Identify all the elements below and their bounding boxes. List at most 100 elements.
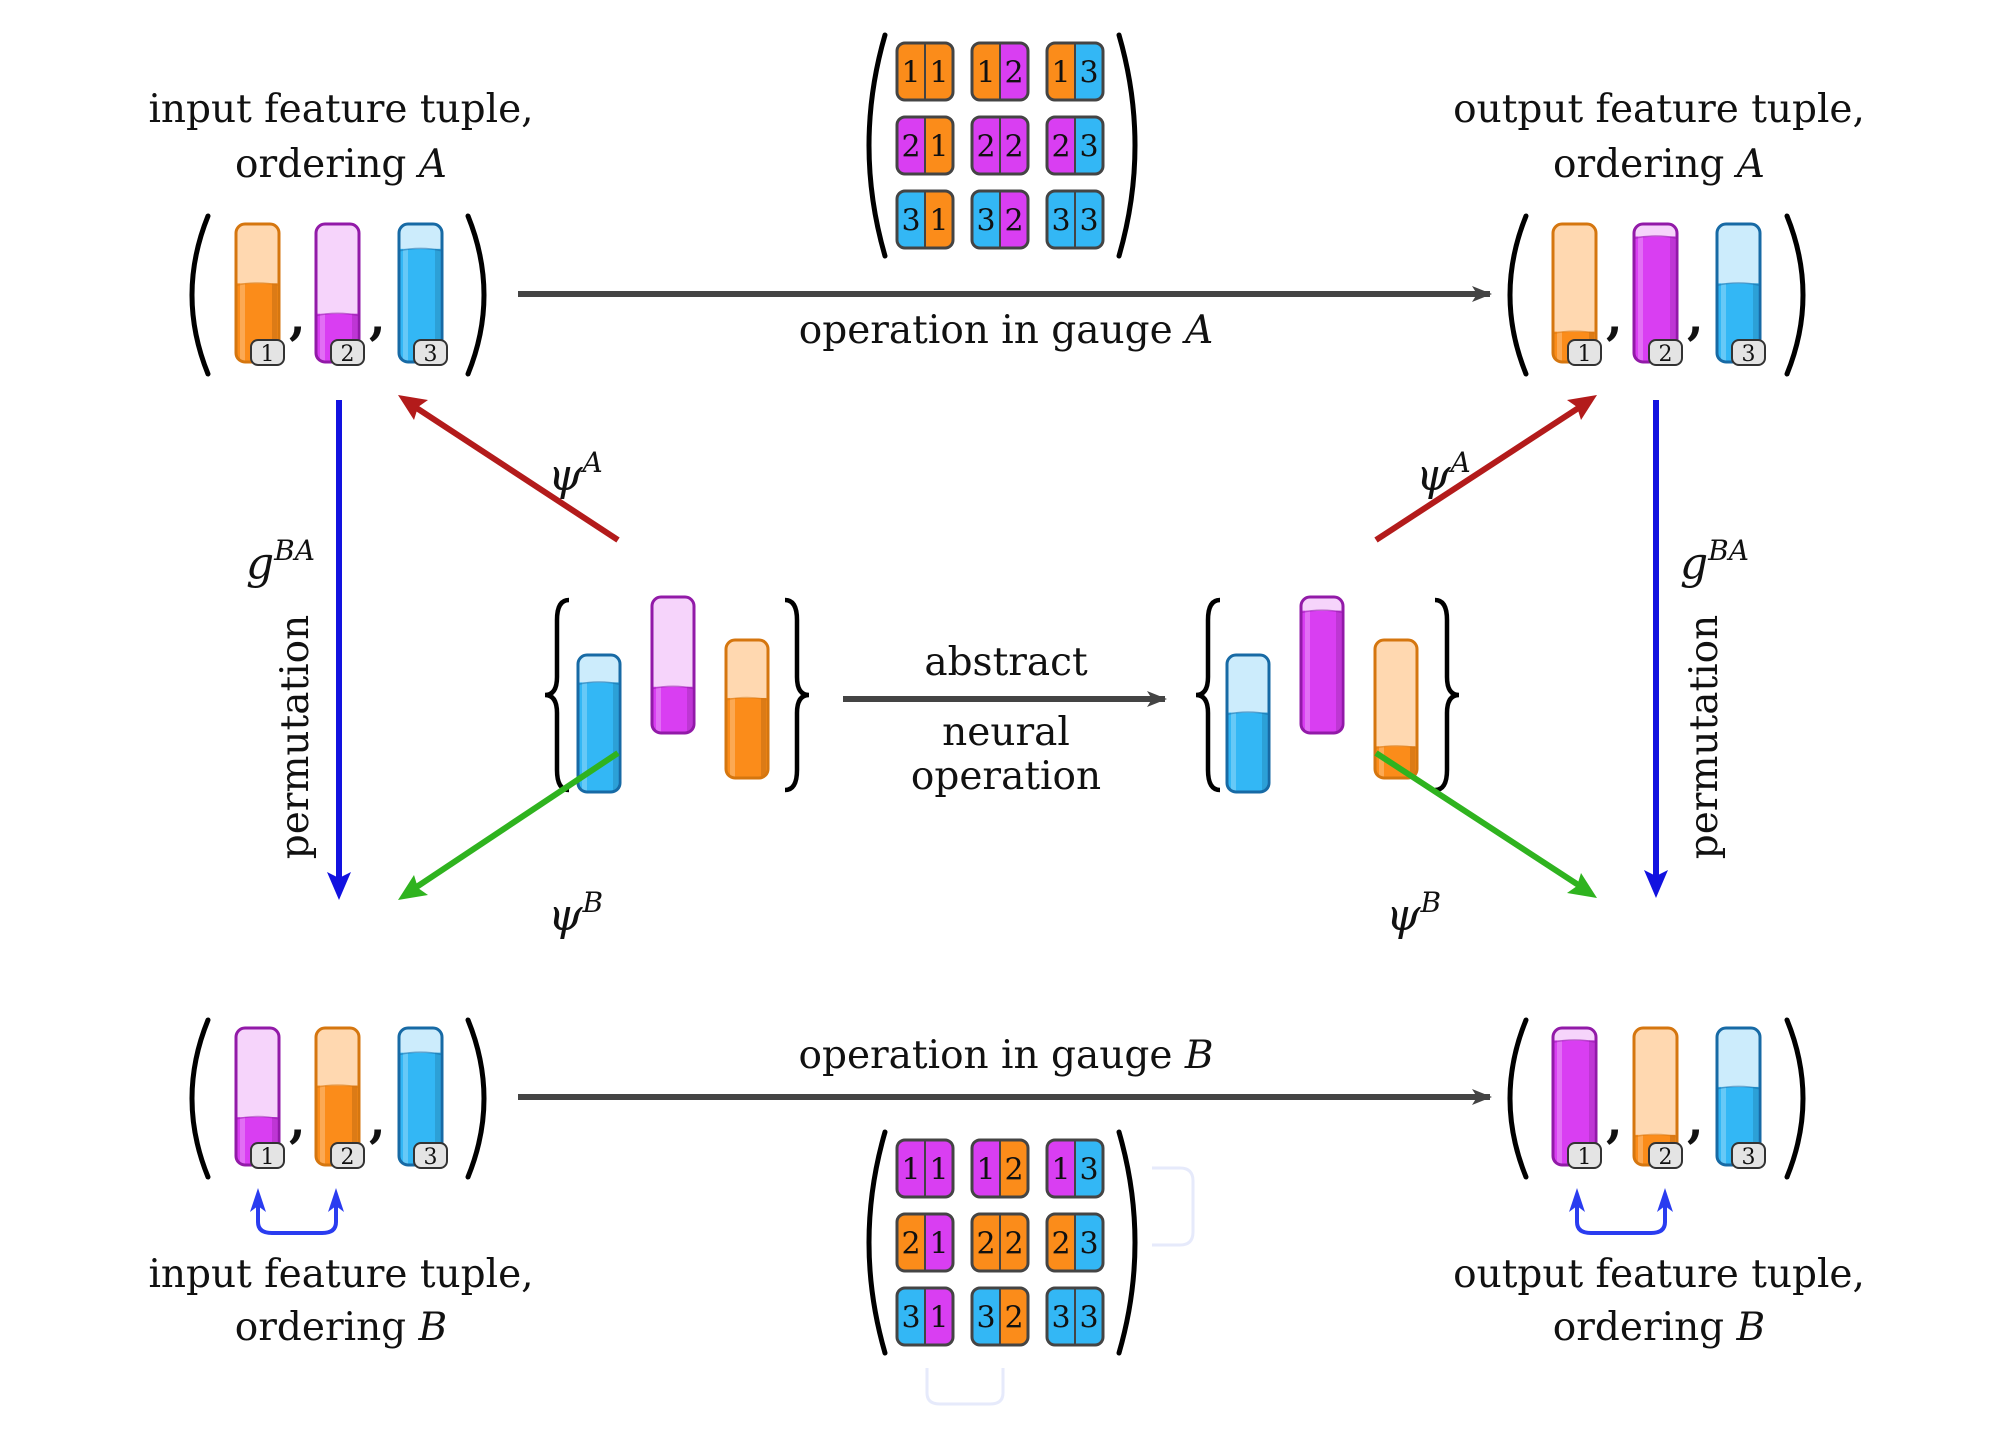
bar-shade bbox=[352, 313, 357, 362]
matrix-cell-left-half bbox=[897, 43, 925, 100]
arrow-operation-gauge-b: operation in gauge B bbox=[518, 1033, 1492, 1105]
label-top-left-line1: input feature tuple, bbox=[148, 87, 533, 132]
matrix-cell-right-half bbox=[1075, 1288, 1103, 1345]
bar-shade bbox=[761, 697, 766, 778]
label-psi-a-right: ψA bbox=[1416, 446, 1471, 501]
swap-arrow-head-left bbox=[1569, 1188, 1585, 1212]
matrix-left-parenthesis bbox=[866, 1129, 888, 1356]
index-badge: 1 bbox=[1567, 1142, 1602, 1170]
label-g-ba-left: gBA bbox=[246, 534, 315, 589]
matrix-cell-left-half bbox=[1047, 191, 1075, 248]
label-psi-a-left: ψA bbox=[548, 446, 603, 501]
feature-bar-purple bbox=[1632, 222, 1679, 364]
matrix-cell-right-half bbox=[925, 117, 953, 174]
matrix-cell-index-left: 1 bbox=[1051, 1153, 1070, 1188]
right-parenthesis bbox=[465, 213, 487, 377]
bar-highlight bbox=[1557, 1040, 1562, 1165]
tuple-comma: , bbox=[369, 1093, 386, 1149]
arrow-head bbox=[398, 395, 428, 420]
matrix-cell-index-left: 1 bbox=[1051, 56, 1070, 91]
label-psi-b-left: ψB bbox=[548, 886, 603, 941]
matrix-cell-left-half bbox=[972, 191, 1000, 248]
index-badge-label: 3 bbox=[424, 342, 438, 367]
label-permutation-right: permutation bbox=[1682, 615, 1727, 859]
bar-outline bbox=[650, 595, 696, 735]
label-operation: operation bbox=[911, 754, 1101, 799]
label-g-ba-right: gBA bbox=[1680, 534, 1749, 589]
bar-fill-surface bbox=[1717, 1085, 1760, 1090]
matrix-cell-left-half bbox=[972, 1140, 1000, 1197]
label-psi-b-right: ψB bbox=[1386, 886, 1441, 941]
label-top-right: output feature tuple, ordering A bbox=[1453, 87, 1865, 187]
tuple-bottom-left: 1,2,3 bbox=[189, 1017, 487, 1180]
bar-highlight bbox=[1638, 236, 1643, 362]
matrix-cell-right-half bbox=[1000, 1214, 1028, 1271]
bar-shade bbox=[1753, 1086, 1758, 1165]
swap-arrow-head-right bbox=[328, 1188, 344, 1212]
index-badge-label: 3 bbox=[1742, 342, 1756, 367]
bar-shade bbox=[352, 1085, 357, 1165]
left-parenthesis bbox=[189, 1017, 211, 1180]
bar-highlight bbox=[1305, 610, 1310, 733]
bar-fill-surface bbox=[1553, 1039, 1596, 1044]
bar-highlight bbox=[240, 1117, 245, 1165]
swap-arrow-line bbox=[1575, 1196, 1667, 1235]
bar-fill-surface bbox=[316, 312, 359, 317]
index-badge-label: 1 bbox=[1578, 342, 1592, 367]
label-permutation-left: permutation bbox=[273, 615, 318, 859]
matrix-cell-left-half bbox=[897, 1214, 925, 1271]
arrow-head bbox=[1567, 873, 1597, 898]
left-brace bbox=[544, 597, 570, 793]
bar-highlight bbox=[320, 1085, 325, 1165]
feature-bar-orange bbox=[1373, 638, 1419, 780]
index-badge-label: 2 bbox=[341, 342, 355, 367]
matrix-cell-index-right: 2 bbox=[1004, 130, 1023, 165]
matrix-cell-right-half bbox=[1000, 1140, 1028, 1197]
label-bottom-right: output feature tuple, ordering B bbox=[1453, 1252, 1865, 1350]
right-parenthesis bbox=[1784, 1017, 1806, 1180]
bar-highlight bbox=[1721, 283, 1726, 362]
bar-outline bbox=[1225, 653, 1271, 794]
right-brace bbox=[784, 597, 810, 793]
index-badge-label: 2 bbox=[1659, 342, 1673, 367]
index-badge-label: 3 bbox=[1742, 1145, 1756, 1170]
bar-shade bbox=[1670, 236, 1675, 362]
swap-arrow-bottom-right bbox=[1569, 1188, 1673, 1235]
right-parenthesis bbox=[465, 1017, 487, 1180]
arrow-psi-b-left: ψB bbox=[398, 750, 620, 941]
index-badge: 1 bbox=[1567, 339, 1602, 367]
arrow-line bbox=[1374, 402, 1585, 543]
bar-highlight bbox=[582, 682, 587, 792]
bar-highlight bbox=[320, 313, 325, 362]
matrix-cell-index-right: 3 bbox=[1079, 1153, 1098, 1188]
feature-bar-blue bbox=[576, 653, 622, 794]
swap-arrow-line bbox=[256, 1196, 338, 1235]
bar-fill-surface bbox=[1553, 330, 1596, 335]
bar-fill-surface bbox=[726, 696, 768, 701]
matrix-cell-right-half bbox=[1000, 191, 1028, 248]
matrix-cell-left-half bbox=[1047, 117, 1075, 174]
tuple-comma: , bbox=[289, 1093, 306, 1149]
tuple-comma: , bbox=[369, 290, 386, 346]
matrix-cell-index-left: 1 bbox=[901, 1153, 920, 1188]
arrow-head bbox=[1567, 395, 1597, 420]
matrix-cell-right-half bbox=[925, 1214, 953, 1271]
matrix-cell-right-half bbox=[925, 1140, 953, 1197]
index-badge-label: 3 bbox=[424, 1145, 438, 1170]
feature-bar-purple bbox=[314, 222, 361, 364]
index-badge: 2 bbox=[330, 1142, 365, 1170]
matrix-cell-right-half bbox=[925, 1288, 953, 1345]
bar-shade bbox=[1336, 610, 1341, 733]
bar-fill-level bbox=[1301, 610, 1343, 733]
